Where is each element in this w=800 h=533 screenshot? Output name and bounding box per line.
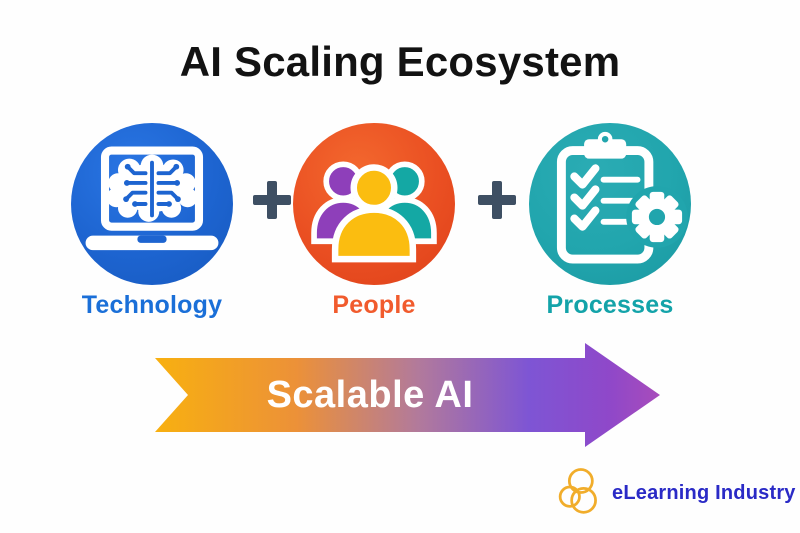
plus-bar <box>267 181 277 219</box>
clipboard-gear-icon <box>556 131 688 264</box>
technology-circle <box>71 123 233 285</box>
processes-circle <box>529 123 691 285</box>
pillar-label-technology: Technology <box>81 291 223 319</box>
plus-icon <box>253 181 291 219</box>
page-title: AI Scaling Ecosystem <box>179 38 621 85</box>
brand-name: eLearning Industry <box>612 481 796 504</box>
scalable-ai-label: Scalable AI <box>155 358 585 432</box>
pillar-label-processes: Processes <box>546 291 674 319</box>
brand-logo: eLearning Industry <box>556 464 796 522</box>
arrow-shape <box>155 343 660 447</box>
pillar-label-people: People <box>332 291 416 319</box>
elearning-logo-icon <box>558 468 597 514</box>
people-group-icon <box>311 161 437 263</box>
laptop-ai-brain-icon <box>85 146 219 251</box>
scalable-ai-text: Scalable AI <box>266 373 474 416</box>
people-circle <box>293 123 455 285</box>
plus-icon <box>478 181 516 219</box>
plus-bar <box>492 181 502 219</box>
scalable-ai-arrow <box>155 343 660 447</box>
